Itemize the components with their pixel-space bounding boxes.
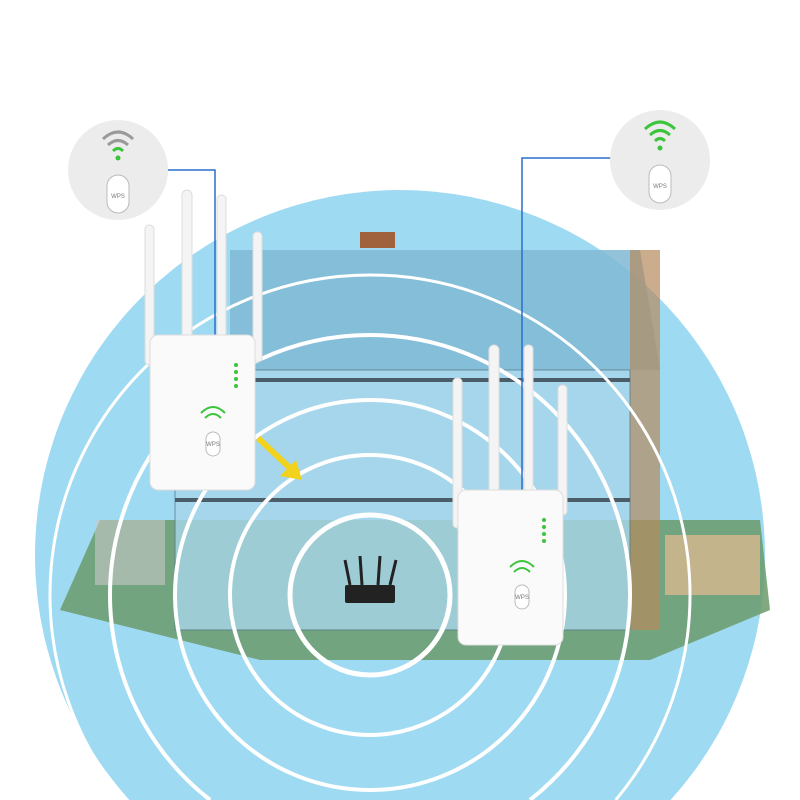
roof	[230, 250, 660, 370]
fence-right	[665, 535, 760, 595]
wps-button	[205, 431, 221, 457]
led-indicators	[234, 363, 238, 388]
right-callout-wps-label: WPS	[653, 184, 667, 190]
callout-circle	[68, 120, 168, 220]
wps-button	[106, 174, 130, 214]
antenna	[181, 189, 193, 341]
wifi-strong-icon	[643, 120, 677, 151]
wifi-icon	[509, 560, 535, 573]
left-extender-wps-label: WPS	[206, 442, 220, 448]
antenna	[488, 344, 500, 496]
wifi-icon	[200, 406, 226, 419]
left-extender: WPS	[144, 189, 263, 491]
right-callout-line	[521, 157, 612, 560]
right-extender-wps-label: WPS	[515, 595, 529, 601]
right-extender: WPS	[452, 344, 568, 646]
fence-left	[95, 520, 165, 585]
arrow-icon	[255, 435, 302, 480]
antenna	[523, 344, 534, 496]
led-indicators	[542, 518, 546, 543]
wps-button	[514, 584, 530, 610]
router	[343, 555, 398, 603]
brick-wall	[630, 250, 660, 630]
left-callout-line	[160, 169, 216, 400]
left-callout-wps-label: WPS	[111, 194, 125, 200]
chimney	[360, 232, 395, 248]
right-callout: WPS	[610, 110, 710, 210]
wps-button	[648, 164, 672, 204]
signal-rings	[48, 273, 692, 800]
antenna	[216, 194, 227, 346]
wifi-weak-icon	[101, 130, 135, 161]
callout-circle	[610, 110, 710, 210]
left-callout: WPS	[68, 120, 168, 220]
antenna	[252, 231, 263, 363]
